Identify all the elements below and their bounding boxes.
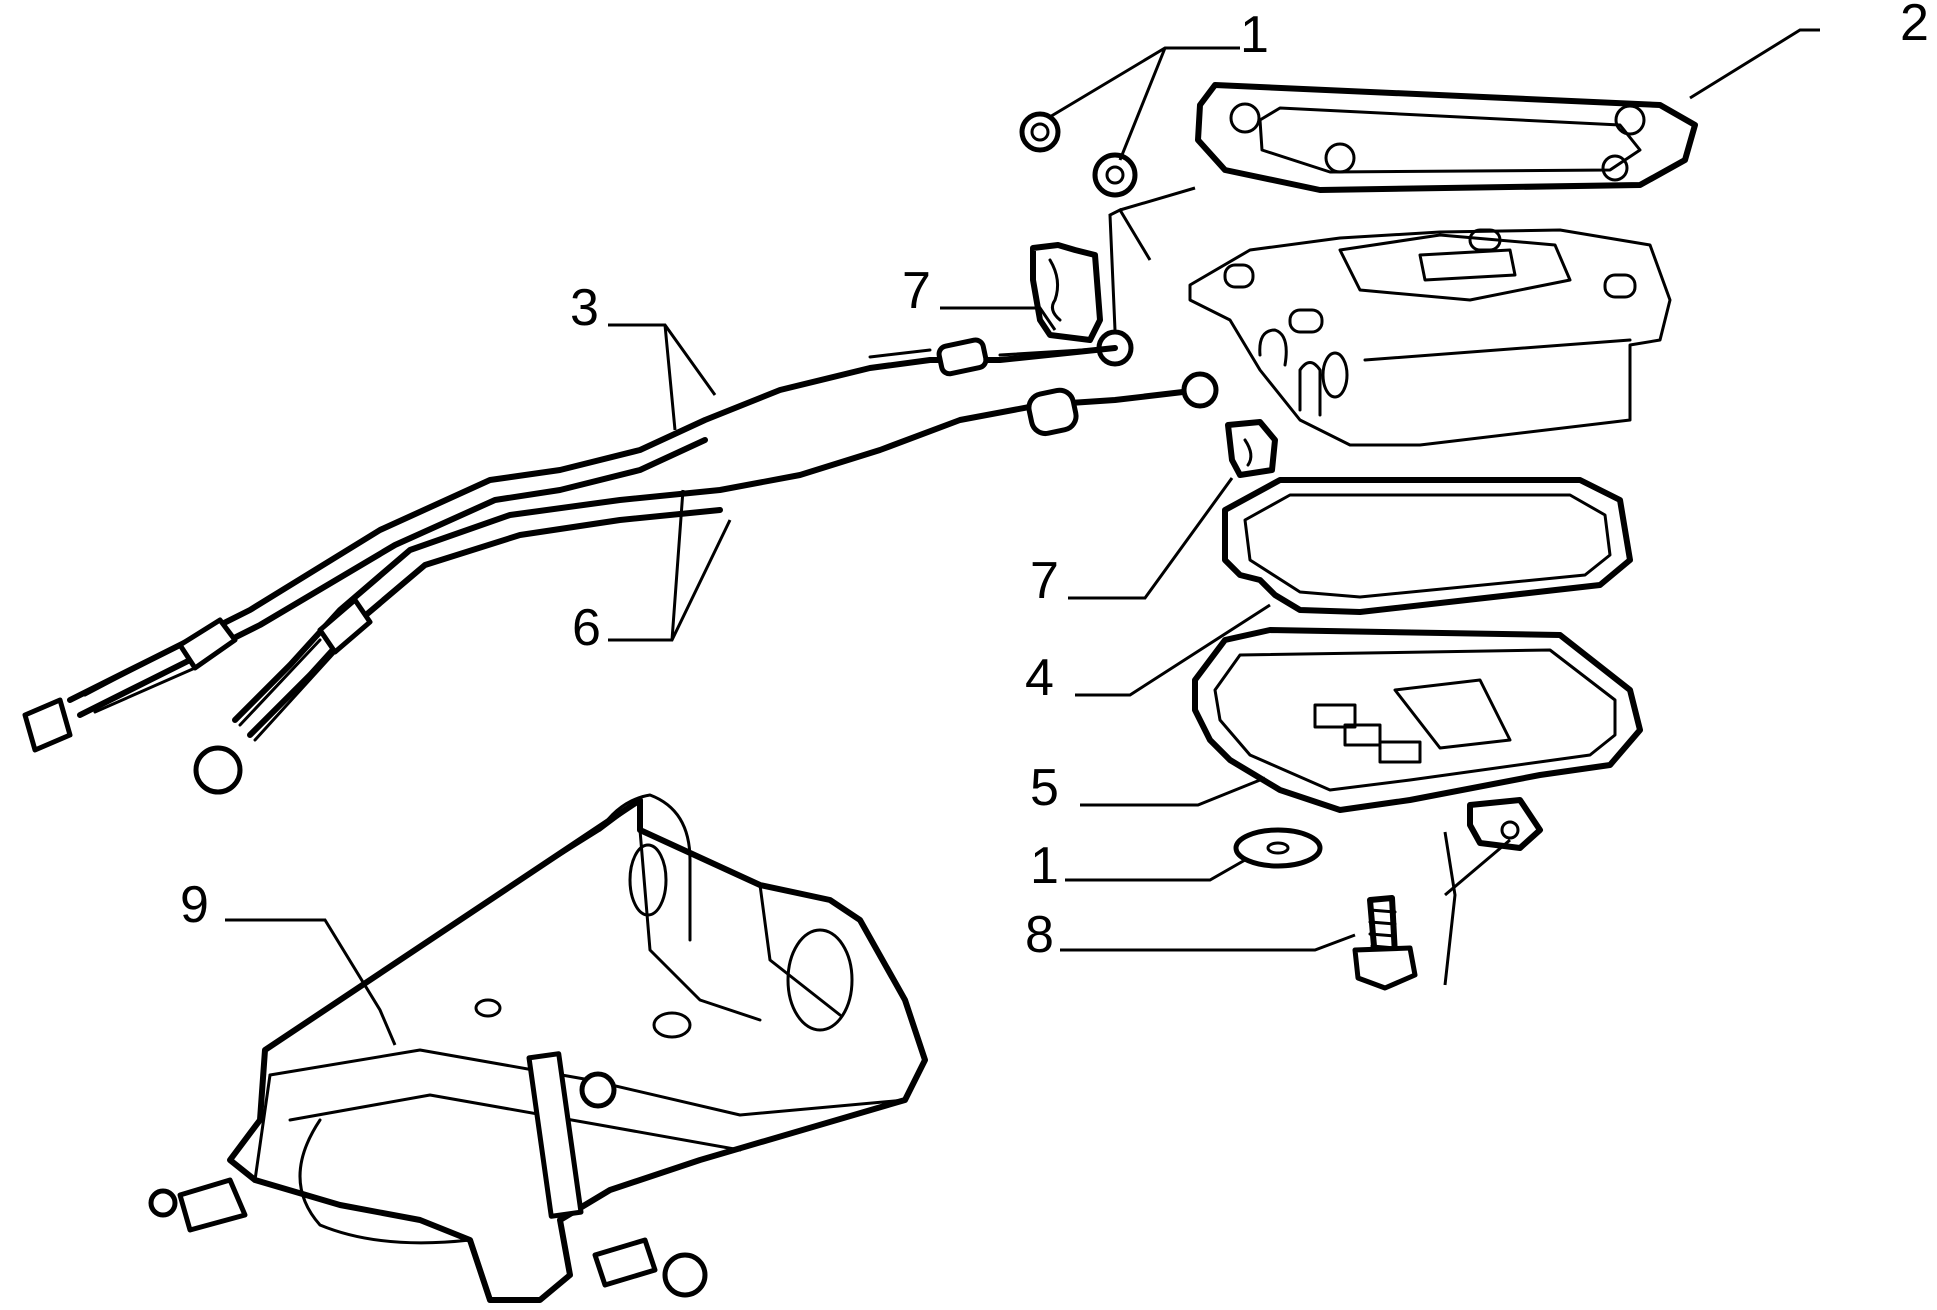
part-1-washer: [1233, 827, 1323, 869]
leader-lines: [225, 28, 1820, 1046]
part-1-nut-left: [1019, 111, 1061, 153]
callout-7-upper: 7: [902, 262, 931, 320]
upper-housing: [1188, 228, 1672, 447]
part-1-nut-right: [1092, 152, 1138, 198]
part-5-base-plate: [1192, 627, 1643, 851]
part-8-bolt: [1352, 895, 1418, 991]
callout-9: 9: [180, 876, 209, 934]
part-9-bracket-assembly: [148, 793, 928, 1303]
callout-labels: 1 2 3 7 7 6 4 5 1 8 9: [180, 0, 1929, 964]
part-2-cover-gasket: [1195, 82, 1698, 193]
part-3-shift-cable: [22, 337, 1118, 753]
part-4-gasket: [1222, 477, 1633, 615]
callout-5: 5: [1030, 759, 1059, 817]
callout-2: 2: [1900, 0, 1929, 52]
callout-8: 8: [1025, 906, 1054, 964]
callout-4: 4: [1025, 649, 1054, 707]
part-6-select-cable: [193, 371, 1219, 795]
callout-6: 6: [572, 599, 601, 657]
callout-7-lower: 7: [1030, 552, 1059, 610]
callout-3: 3: [570, 279, 599, 337]
callout-1-bottom: 1: [1030, 837, 1059, 895]
part-7-lower-clip: [1225, 419, 1278, 478]
part-7-upper-clip: [1030, 242, 1134, 367]
callout-1-top: 1: [1240, 6, 1269, 64]
